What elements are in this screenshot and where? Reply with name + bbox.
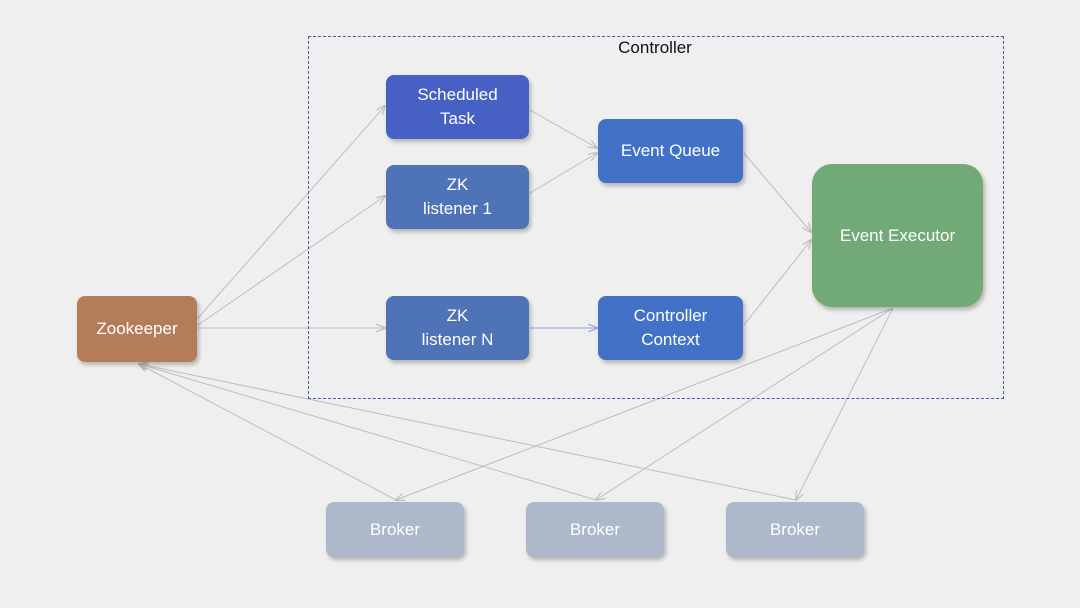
- scheduled-task-node[interactable]: Scheduled Task: [386, 75, 529, 139]
- controller-title: Controller: [618, 38, 692, 57]
- broker-node-1[interactable]: Broker: [326, 502, 464, 557]
- arrow-event-executor-to-broker-1: [396, 307, 894, 500]
- arrow-broker-2-to-zookeeper: [139, 364, 597, 501]
- broker-node-3[interactable]: Broker: [726, 502, 864, 557]
- controller-context-node[interactable]: Controller Context: [598, 296, 743, 360]
- zookeeper-node[interactable]: Zookeeper: [77, 296, 197, 362]
- event-queue-node[interactable]: Event Queue: [598, 119, 743, 183]
- arrow-zk-listener-1-to-event-queue: [529, 153, 597, 194]
- controller-boundary: [308, 36, 1004, 399]
- arrow-controller-context-to-event-executor: [743, 240, 811, 326]
- arrow-event-executor-to-broker-3: [796, 307, 894, 500]
- zk-listener-1-node[interactable]: ZK listener 1: [386, 165, 529, 229]
- zk-listener-n-node[interactable]: ZK listener N: [386, 296, 529, 360]
- arrow-zookeeper-to-zk-listener-1: [197, 196, 385, 326]
- event-executor-node[interactable]: Event Executor: [812, 164, 983, 307]
- arrow-event-executor-to-broker-2: [596, 307, 894, 500]
- broker-node-2[interactable]: Broker: [526, 502, 664, 557]
- arrow-zookeeper-to-scheduled-task: [197, 106, 385, 319]
- arrow-broker-3-to-zookeeper: [139, 364, 797, 501]
- arrow-scheduled-task-to-event-queue: [529, 109, 597, 148]
- arrow-event-queue-to-event-executor: [743, 152, 811, 232]
- arrow-broker-1-to-zookeeper: [139, 364, 397, 501]
